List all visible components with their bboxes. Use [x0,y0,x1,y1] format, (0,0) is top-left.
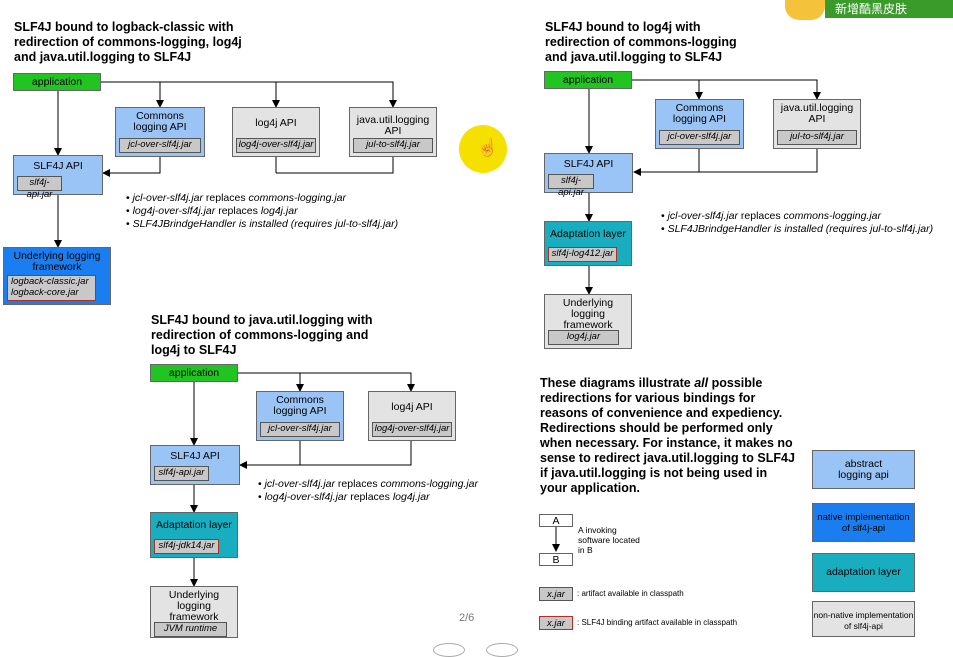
jar-label: slf4j-api.jar [17,176,62,200]
bullet-item: • jcl-over-slf4j.jar replaces commons-lo… [661,210,881,222]
legend-binding-text: : SLF4J binding artifact available in cl… [577,618,738,627]
jar-label: logback-classic.jar logback-core.jar [7,275,96,301]
jar-label: log4j-over-slf4j.jar [236,138,316,153]
log4j-commons-logging-box: Commons logging API jcl-over-slf4j.jar [655,99,744,149]
application-label: application [562,74,614,86]
jar-label: slf4j-api.jar [548,174,594,198]
jul-adaptation-layer-box: Adaptation layer slf4j-jdk14.jar [150,512,238,558]
bullet-item: • SLF4JBrindgeHandler is installed (requ… [126,218,399,230]
jul-slf4j-api-box: SLF4J API slf4j-api.jar [150,445,240,485]
jar-label: jcl-over-slf4j.jar [260,422,340,437]
jar-label: slf4j-api.jar [154,466,209,481]
jar-label: slf4j-log412.jar [548,247,617,262]
logback-underlying-framework-box: Underlying logging framework logback-cla… [3,247,111,305]
banner-text: 新增酷黑皮肤 [825,0,953,18]
logback-application-box: application [13,73,101,91]
jul-underlying-framework-box: Underlying logging framework JVM runtime [150,586,238,638]
log4j-jul-api-box: java.util.logging API jul-to-slf4j.jar [773,99,861,149]
skin-promo-banner[interactable]: 新增酷黑皮肤 [785,0,953,20]
bullet-item: • log4j-over-slf4j.jar replaces log4j.ja… [126,205,298,217]
prev-slide-button[interactable] [433,643,465,657]
bullet-item: • SLF4JBrindgeHandler is installed (requ… [661,223,934,235]
explanation-paragraph: These diagrams illustrate all possible r… [540,376,795,495]
underlying-framework-label: Underlying logging framework [168,589,220,623]
jul-diagram-title: SLF4J bound to java.util.logging with re… [151,313,373,357]
commons-logging-label: Commons logging API [273,394,327,417]
jar-label: jul-to-slf4j.jar [777,130,857,145]
logback-slf4j-api-box: SLF4J API slf4j-api.jar [13,155,103,200]
legend-invoke-text: A invoking software located in B [578,525,640,555]
bullet-item: • jcl-over-slf4j.jar replaces commons-lo… [126,192,346,204]
logback-bullet-list: • jcl-over-slf4j.jar replaces commons-lo… [126,192,398,231]
jul-commons-logging-box: Commons logging API jcl-over-slf4j.jar [256,391,344,441]
jul-api-label: java.util.logging API [780,102,854,125]
application-label: application [31,76,83,88]
application-label: application [168,367,220,379]
jar-label: jcl-over-slf4j.jar [659,130,740,145]
jul-bullet-list: • jcl-over-slf4j.jar replaces commons-lo… [258,478,478,504]
mascot-icon [785,0,825,20]
slf4j-api-label: SLF4J API [33,160,83,172]
jul-log4j-api-box: log4j API log4j-over-slf4j.jar [368,391,456,441]
legend-artifact-text: : artifact available in classpath [577,589,684,598]
log4j-diagram-title: SLF4J bound to log4j with redirection of… [545,20,737,64]
jul-application-box: application [150,364,238,382]
jul-api-label: java.util.logging API [356,114,430,137]
slf4j-api-label: SLF4J API [170,450,220,462]
logback-diagram-title: SLF4J bound to logback-classic with redi… [14,20,242,64]
legend-abstract-api: abstract logging api [812,450,915,489]
legend-box-a: A [539,514,573,527]
logback-jul-api-box: java.util.logging API jul-to-slf4j.jar [349,107,437,157]
commons-logging-label: Commons logging API [133,110,187,133]
legend-artifact-jar: x.jar [539,587,573,601]
log4j-application-box: application [544,71,632,89]
underlying-framework-label: Underlying logging framework [13,250,101,273]
legend-native-impl: native implementation of slf4j-api [812,503,915,542]
legend-binding-jar: x.jar [539,616,573,630]
log4j-underlying-framework-box: Underlying logging framework log4j.jar [544,294,632,349]
bullet-item: • jcl-over-slf4j.jar replaces commons-lo… [258,478,478,490]
slf4j-api-label: SLF4J API [563,158,614,170]
adaptation-layer-label: Adaptation layer [550,228,626,240]
legend-box-b: B [539,553,573,566]
logback-log4j-api-box: log4j API log4j-over-slf4j.jar [232,107,320,157]
logback-classic-jar: logback-classic.jar [11,276,89,287]
jar-label: jcl-over-slf4j.jar [119,138,201,153]
jar-label: log4j-over-slf4j.jar [372,422,452,437]
jar-label: slf4j-jdk14.jar [154,539,219,554]
bullet-item: • log4j-over-slf4j.jar replaces log4j.ja… [258,491,430,503]
adaptation-layer-label: Adaptation layer [156,519,232,531]
jar-label: log4j.jar [548,330,619,345]
logback-core-jar: logback-core.jar [11,287,79,298]
logback-commons-logging-box: Commons logging API jcl-over-slf4j.jar [115,107,205,157]
log4j-api-label: log4j API [255,117,297,129]
commons-logging-label: Commons logging API [672,102,727,125]
next-slide-button[interactable] [486,643,518,657]
underlying-framework-label: Underlying logging framework [562,297,614,331]
hand-cursor-icon: ☝ [477,138,499,157]
log4j-adaptation-layer-box: Adaptation layer slf4j-log412.jar [544,221,632,266]
jar-label: JVM runtime [154,622,227,637]
pointer-highlight: ☝ [459,125,507,173]
log4j-api-label: log4j API [391,401,433,413]
log4j-slf4j-api-box: SLF4J API slf4j-api.jar [544,153,633,198]
jar-label: jul-to-slf4j.jar [353,138,433,153]
legend-non-native-impl: non-native implementation of slf4j-api [812,601,915,637]
legend-adaptation-layer: adaptation layer [812,553,915,592]
page-indicator: 2/6 [459,612,475,624]
log4j-bullet-list: • jcl-over-slf4j.jar replaces commons-lo… [661,210,933,236]
